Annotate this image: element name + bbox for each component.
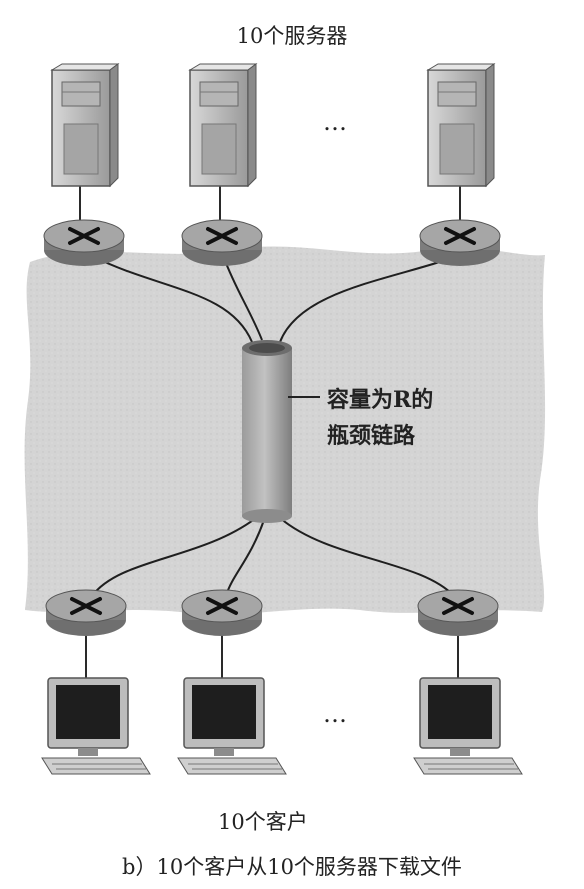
figure-caption: b）10个客户从10个服务器下载文件 [122,855,462,879]
more-clients-ellipsis: … [323,700,348,728]
bottleneck-link-label-line1: 容量为R的 [327,387,434,413]
router-icon [181,219,263,266]
server-icon [426,63,496,188]
servers-label: 10个服务器 [236,24,348,48]
router-icon [419,219,501,266]
server-icon [188,63,258,188]
router-icon [43,219,125,266]
router-icon [45,589,127,636]
bottleneck-link-label-line2: 瓶颈链路 [327,423,416,449]
desktop-computer-icon [41,677,151,775]
desktop-computer-icon [413,677,523,775]
more-servers-ellipsis: … [323,108,348,136]
bottleneck-link-pipe [242,340,292,523]
clients-label: 10个客户 [218,810,308,834]
server-icon [50,63,120,188]
access-links [79,185,461,678]
desktop-computer-icon [177,677,287,775]
router-icon [181,589,263,636]
router-icon [417,589,499,636]
